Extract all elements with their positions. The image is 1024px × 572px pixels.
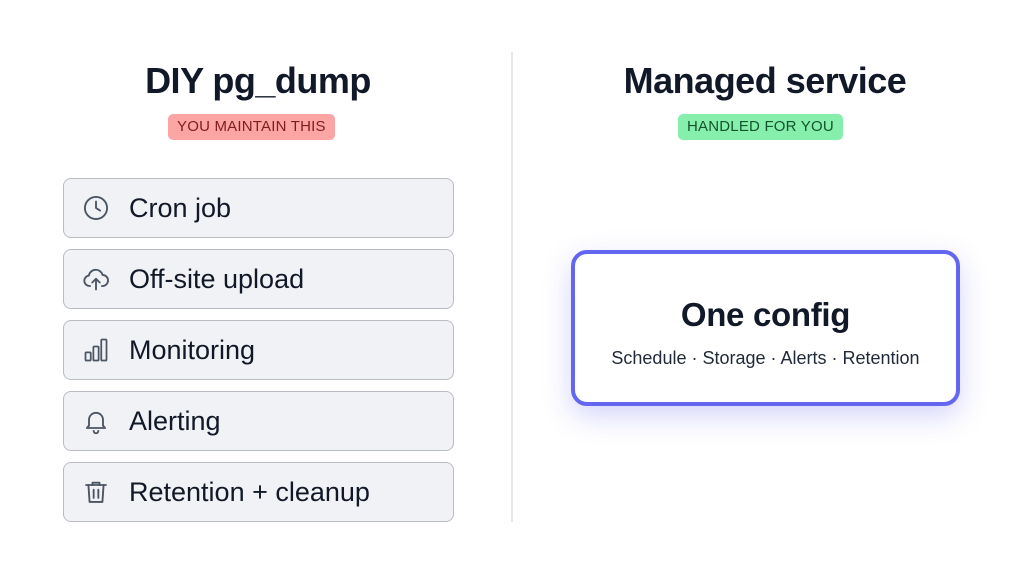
config-title: One config bbox=[680, 296, 851, 333]
handled-badge: HANDLED FOR YOU bbox=[678, 114, 843, 140]
cloud-upload-icon bbox=[81, 264, 111, 294]
bar-chart-icon bbox=[81, 335, 111, 365]
managed-title: Managed service bbox=[623, 60, 907, 101]
task-label: Off-site upload bbox=[129, 263, 305, 294]
task-label: Retention + cleanup bbox=[129, 476, 370, 507]
one-config-card: One config Schedule · Storage · Alerts ·… bbox=[571, 250, 960, 406]
task-label: Monitoring bbox=[129, 334, 256, 365]
task-label: Cron job bbox=[129, 192, 232, 223]
task-cron-job: Cron job bbox=[63, 178, 454, 238]
column-divider bbox=[511, 52, 513, 522]
config-subtitle: Schedule · Storage · Alerts · Retention bbox=[611, 348, 920, 368]
diy-title: DIY pg_dump bbox=[145, 60, 371, 101]
task-alerting: Alerting bbox=[63, 391, 454, 451]
maintain-badge: YOU MAINTAIN THIS bbox=[168, 114, 335, 140]
diy-task-list: Cron job Off-site upload Monitoring bbox=[63, 178, 454, 533]
clock-icon bbox=[81, 193, 111, 223]
task-monitoring: Monitoring bbox=[63, 320, 454, 380]
task-off-site-upload: Off-site upload bbox=[63, 249, 454, 309]
task-retention-cleanup: Retention + cleanup bbox=[63, 462, 454, 522]
trash-icon bbox=[81, 477, 111, 507]
task-label: Alerting bbox=[129, 405, 221, 436]
bell-icon bbox=[81, 406, 111, 436]
